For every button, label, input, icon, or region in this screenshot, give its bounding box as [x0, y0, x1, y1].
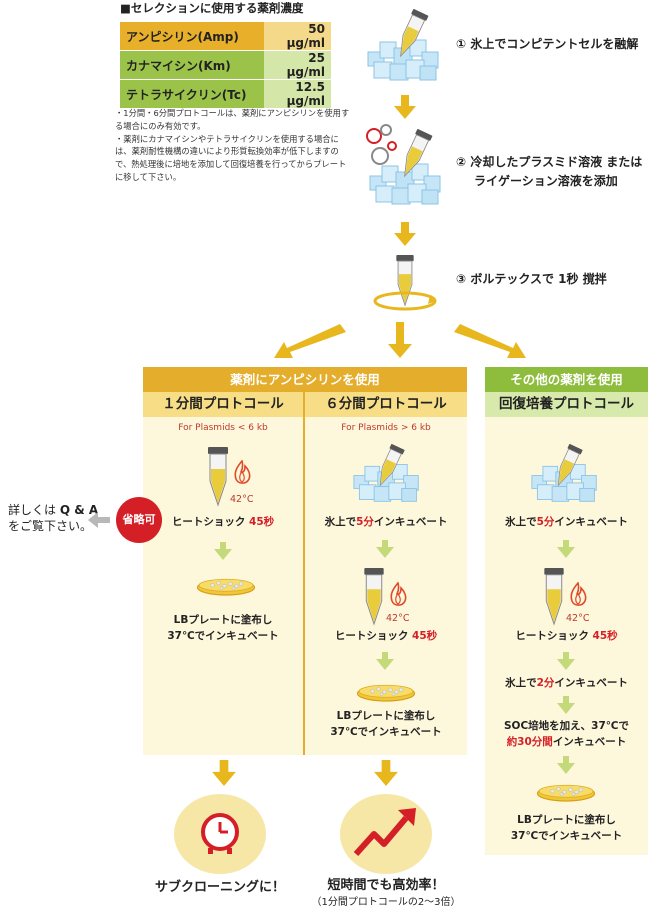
optional-badge: 省略可 — [116, 497, 162, 543]
ice-incubation-label: 氷上で5分インキュベート — [324, 516, 448, 528]
tube-icon — [363, 568, 385, 625]
plasmid-size-note: For Plasmids > 6 kb — [341, 423, 431, 433]
step-number: ② — [456, 155, 467, 169]
down-arrow-icon — [557, 756, 575, 774]
column-divider — [303, 392, 305, 755]
selection-table: アンピシリン(Amp) 50 µg/ml カナマイシン(Km) 25 µg/ml… — [120, 22, 331, 109]
ice-with-tube-icon — [367, 8, 439, 81]
qa-note: 詳しくは Q & A をご覧下さい。 — [8, 503, 99, 533]
plate-instruction: LBプレートに塗布し 37℃でインキュベート — [330, 710, 442, 738]
down-arrow-icon — [557, 652, 575, 670]
step-text: ボルテックスで 1秒 撹拌 — [470, 272, 607, 286]
down-arrow-icon — [394, 222, 416, 246]
ice-with-tube-icon — [531, 443, 597, 502]
step-3: ③ ボルテックスで 1秒 撹拌 — [456, 270, 607, 287]
plate-instruction: LBプレートに塗布し 37℃でインキュベート — [510, 814, 623, 842]
branch-arrows — [274, 322, 526, 358]
table-row: カナマイシン(Km) 25 µg/ml — [120, 50, 331, 80]
step-number: ① — [456, 37, 467, 51]
drug-concentration: 50 µg/ml — [264, 22, 331, 51]
ice-incubation-label: 氷上で5分インキュベート — [505, 516, 628, 528]
trend-up-icon — [340, 794, 432, 874]
heat-shock-label: ヒートショック 45秒 — [171, 516, 275, 528]
plasmid-size-note: For Plasmids < 6 kb — [178, 423, 268, 433]
down-arrow-icon — [374, 760, 398, 786]
drug-concentration: 25 µg/ml — [264, 50, 331, 80]
down-arrow-icon — [376, 652, 394, 670]
temperature-label: 42°C — [566, 613, 590, 624]
down-right-arrow-icon — [454, 324, 526, 358]
step-number: ③ — [456, 272, 467, 286]
tube-icon — [207, 447, 229, 506]
efficiency-outcome: 短時間でも高効率！ — [327, 878, 445, 893]
ice-with-tube-icon — [353, 443, 419, 502]
down-arrow-icon — [557, 540, 575, 558]
selection-notes: ・1分間・6分間プロトコールは、薬剤にアンピシリンを使用する場合にのみ有効です。… — [115, 107, 350, 184]
tube-icon — [543, 568, 565, 625]
one-min-title: １分間プロトコール — [143, 392, 303, 417]
drug-name: アンピシリン(Amp) — [120, 22, 264, 51]
down-arrow-icon — [388, 322, 412, 358]
plasmid-ice-icon — [366, 124, 441, 205]
flame-icon — [234, 460, 251, 484]
note-item: ・1分間・6分間プロトコールは、薬剤にアンピシリンを使用する場合にのみ有効です。 — [115, 108, 350, 131]
agar-plate-icon — [536, 784, 596, 802]
note-item: ・薬剤にカナマイシンやテトラサイクリンを使用する場合には、薬剤耐性機構の違いによ… — [115, 133, 347, 182]
subcloning-outcome: サブクローニングに！ — [154, 880, 285, 895]
down-arrow-icon — [376, 540, 394, 558]
step-2: ② 冷却したプラスミド溶液 または ライゲーション溶液を添加 — [456, 153, 642, 191]
drug-name: カナマイシン(Km) — [120, 50, 264, 80]
vortex-tube-icon — [373, 255, 437, 311]
down-arrow-icon — [557, 696, 575, 714]
step-text: 氷上でコンピテントセルを融解 — [470, 37, 639, 51]
other-drug-header: その他の薬剤を使用 — [485, 367, 648, 393]
down-arrow-icon — [214, 542, 232, 560]
down-arrow-icon — [394, 95, 416, 119]
table-row: アンピシリン(Amp) 50 µg/ml — [120, 22, 331, 51]
temperature-label: 42°C — [230, 494, 254, 505]
down-arrow-icon — [212, 760, 236, 786]
recovery-title: 回復培養プロトコール — [485, 392, 648, 417]
agar-plate-icon — [196, 578, 256, 596]
agar-plate-icon — [356, 684, 416, 702]
step-1: ① 氷上でコンピテントセルを融解 — [456, 35, 638, 52]
down-left-arrow-icon — [274, 324, 346, 358]
table-row: テトラサイクリン(Tc) 12.5 µg/ml — [120, 79, 331, 109]
temperature-label: 42°C — [386, 613, 410, 624]
clock-icon — [174, 794, 266, 874]
efficiency-subnote: （1分間プロトコールの2～3倍） — [311, 897, 461, 908]
soc-instruction: SOC培地を加え、37℃で 約30分間インキュベート — [503, 720, 630, 748]
step-text: ライゲーション溶液を添加 — [474, 174, 618, 188]
flame-icon — [570, 582, 587, 606]
flame-icon — [390, 582, 407, 606]
drug-name: テトラサイクリン(Tc) — [120, 79, 264, 109]
plate-instruction: LBプレートに塗布し 37℃でインキュベート — [167, 614, 279, 642]
six-min-title: ６分間プロトコール — [305, 392, 467, 417]
ice-incubation-label: 氷上で2分インキュベート — [505, 677, 628, 689]
ampicillin-header: 薬剤にアンピシリンを使用 — [143, 367, 467, 393]
left-arrow-icon — [88, 512, 110, 528]
selection-title: ■セレクションに使用する薬剤濃度 — [120, 1, 304, 15]
step-text: 冷却したプラスミド溶液 または — [470, 155, 643, 169]
drug-concentration: 12.5 µg/ml — [264, 79, 331, 109]
heat-shock-label: ヒートショック 45秒 — [515, 630, 618, 642]
heat-shock-label: ヒートショック 45秒 — [334, 630, 438, 642]
